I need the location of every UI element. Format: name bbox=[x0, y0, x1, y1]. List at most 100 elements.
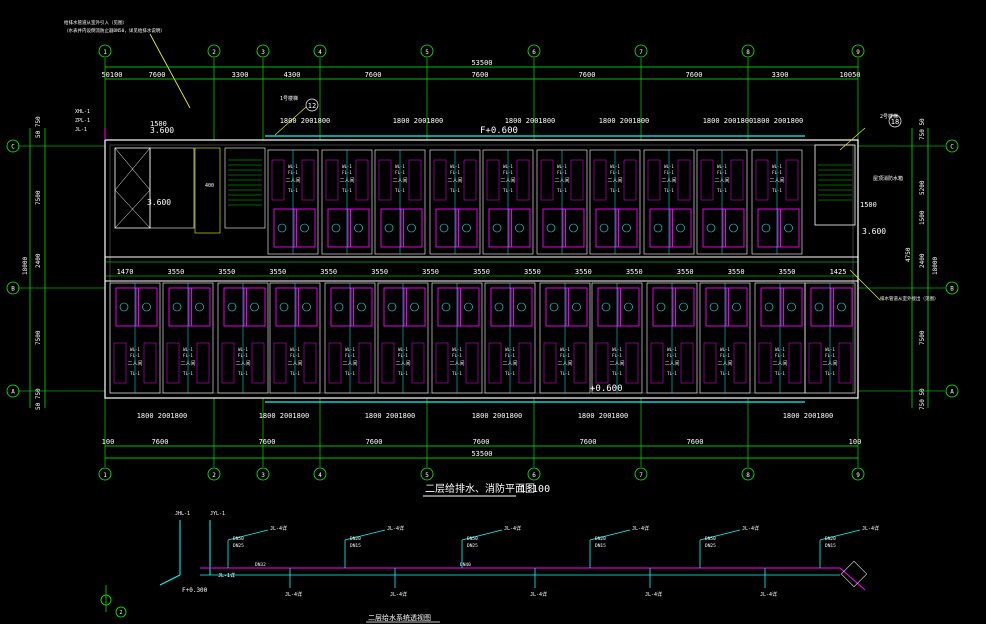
bed-outline bbox=[788, 342, 802, 384]
fixture-label: JL-4详 bbox=[645, 591, 662, 598]
pipe-label-fl: FL-1 bbox=[503, 170, 513, 175]
zpl-label: ZPL-1 bbox=[75, 118, 90, 124]
pipe-label-fl: FL-1 bbox=[130, 353, 140, 358]
top-segment-dim: 3300 bbox=[772, 71, 789, 79]
fixture-icon bbox=[492, 223, 502, 233]
fixture-icon bbox=[814, 302, 824, 312]
right-stair-note: 2号楼梯 bbox=[880, 113, 898, 120]
dim-400: 400 bbox=[205, 183, 214, 189]
fixture-icon bbox=[142, 302, 151, 312]
bathroom-outline bbox=[273, 208, 297, 248]
right-dim-1: 750 50 bbox=[919, 118, 926, 140]
axis-bubble-bottom-4 bbox=[313, 467, 327, 481]
bed-outline bbox=[625, 342, 639, 384]
axis-bubble-top-5 bbox=[420, 44, 434, 58]
fixture-icon bbox=[387, 302, 397, 312]
left-stair-core: 3.600 3.600 1500 400 XHL-1 ZPL-1 JL-1 bbox=[75, 109, 266, 234]
axis-label-bottom-1: 1 bbox=[103, 472, 107, 479]
bottom-room-dim: 1800 2001800 bbox=[137, 412, 188, 420]
top-room-dim: 1800 2001800 bbox=[599, 117, 650, 125]
bathroom-outline bbox=[617, 287, 640, 327]
axis-label-bottom-2: 2 bbox=[212, 472, 216, 479]
bed-outline bbox=[435, 342, 449, 384]
pipe-label-wl: WL-1 bbox=[720, 347, 730, 352]
corridor-dim: 3550 bbox=[473, 268, 490, 276]
stair-level-2: 3.600 bbox=[147, 198, 171, 207]
pipe-label-fl: FL-1 bbox=[345, 353, 355, 358]
fixture-icon bbox=[656, 302, 666, 312]
bottom-room-dim: 1800 2001800 bbox=[259, 412, 310, 420]
pipe-label-wl: WL-1 bbox=[825, 347, 835, 352]
fixture-icon bbox=[732, 302, 741, 312]
axis-bubble-bottom-6 bbox=[527, 467, 541, 481]
right-dim-2: 5200 bbox=[919, 180, 926, 195]
fixture-icon bbox=[761, 223, 771, 233]
bed-outline bbox=[488, 342, 502, 384]
bathroom-outline bbox=[330, 287, 354, 327]
fixture-icon bbox=[653, 223, 663, 233]
bed-outline bbox=[465, 342, 479, 384]
bed-outline bbox=[623, 159, 637, 201]
pipe-label-wl: WL-1 bbox=[664, 164, 674, 169]
pipe-label-wl: WL-1 bbox=[503, 164, 513, 169]
top-room-dim: 1800 2001800 bbox=[280, 117, 331, 125]
bed-outline bbox=[647, 159, 661, 201]
fixture-icon bbox=[764, 302, 774, 312]
pipe-label-tl: TL-1 bbox=[772, 188, 782, 193]
pipe-label-tl: TL-1 bbox=[717, 188, 727, 193]
axis-bubble-right-B bbox=[945, 281, 959, 295]
pipe-label-wl: WL-1 bbox=[183, 347, 193, 352]
axis-bubble-right-C bbox=[945, 139, 959, 153]
right-dim-3: 1500 bbox=[919, 210, 926, 225]
bathroom-outline bbox=[383, 287, 407, 327]
room-dimensions: 1800 2001800 1800 2001800 1800 2001800 1800… bbox=[137, 117, 834, 420]
pipe-label-fl: FL-1 bbox=[610, 170, 620, 175]
branch-pipe bbox=[699, 529, 741, 541]
bed-outline bbox=[113, 342, 127, 384]
bottom-segment-dim: 7600 bbox=[259, 438, 276, 446]
axis-bubble-left-C bbox=[6, 139, 20, 153]
fixture-icon bbox=[250, 302, 259, 312]
bed-outline bbox=[700, 159, 714, 201]
plan-title: 二层给排水、消防平面图 1:100 bbox=[423, 482, 550, 497]
bathroom-outline bbox=[327, 208, 351, 248]
pipe-label-fl: FL-1 bbox=[505, 353, 515, 358]
right-dim-7: 7500 bbox=[919, 330, 926, 345]
axis-label-top-1: 1 bbox=[103, 49, 107, 56]
bed-outline bbox=[540, 159, 554, 201]
bathroom-outline bbox=[380, 208, 404, 248]
bottom-segment-dim: 7600 bbox=[687, 438, 704, 446]
corridor-dim: 3550 bbox=[524, 268, 541, 276]
fixture-icon bbox=[679, 302, 688, 312]
axis-bubble-left-A bbox=[6, 384, 20, 398]
bathroom-outline bbox=[545, 287, 569, 327]
bottom-room-dim: 1800 2001800 bbox=[365, 412, 416, 420]
bathroom-outline bbox=[597, 287, 621, 327]
branch-size: DN15 bbox=[595, 543, 606, 549]
water-system-isometric: JHL-1 JYL-1 F+0.300 DN32 DN40 JL-1详 bbox=[159, 511, 868, 594]
fixture-icon bbox=[517, 302, 526, 312]
corridor-dim: 3550 bbox=[575, 268, 592, 276]
bed-outline bbox=[733, 342, 747, 384]
system-title-text: 二层给水系统透视图 bbox=[368, 613, 431, 622]
right-vertical-dimensions: 750 50 5200 1500 2400 18000 4750 7500 75… bbox=[905, 118, 939, 410]
axis-bubble-top-9 bbox=[851, 44, 865, 58]
note-top-left-2: （水表井内设倒流防止器DN50，详见给排水说明） bbox=[64, 27, 165, 34]
top-segment-dim: 50100 bbox=[101, 71, 122, 79]
bed-outline bbox=[680, 342, 694, 384]
fixture-label: JL-4详 bbox=[760, 591, 777, 598]
bed-outline bbox=[755, 159, 769, 201]
fixture-icon bbox=[515, 223, 524, 233]
fixture-icon bbox=[837, 302, 846, 312]
bottom-room-dim: 1800 2001800 bbox=[578, 412, 629, 420]
axis-label-top-3: 3 bbox=[261, 49, 265, 56]
bed-outline bbox=[838, 342, 852, 384]
bathroom-outline bbox=[350, 287, 373, 327]
